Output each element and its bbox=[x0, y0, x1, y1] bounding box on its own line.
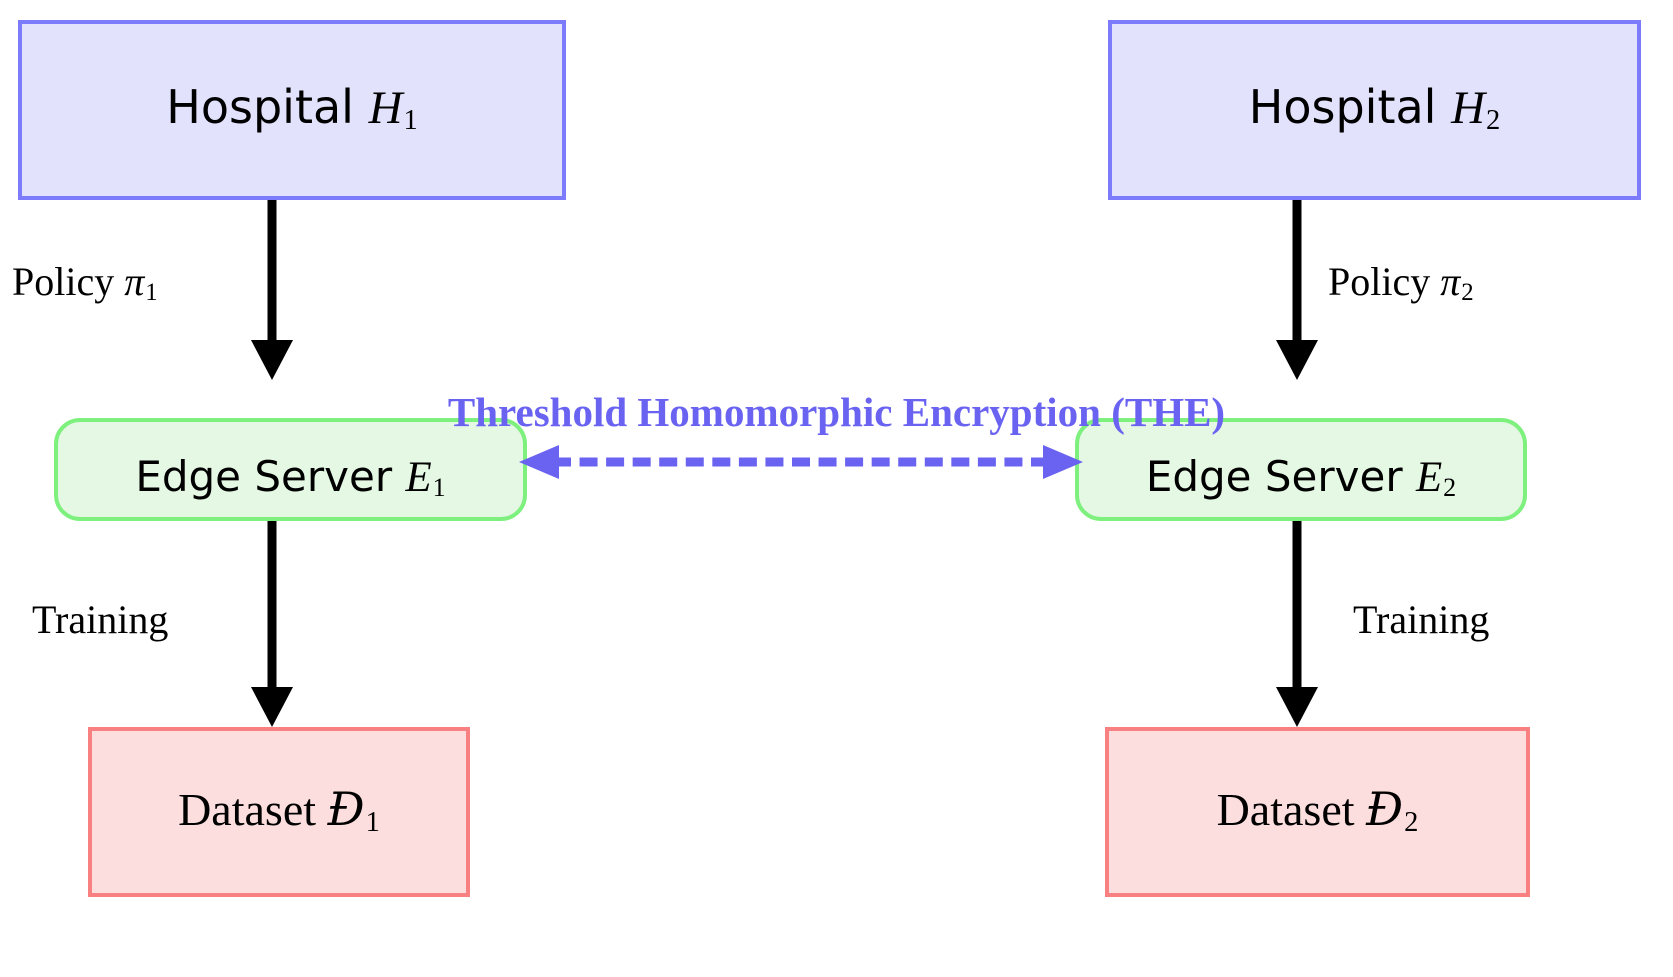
edge-label-training-2: Training bbox=[1353, 597, 1490, 642]
node-dataset-1-symbol: Ð bbox=[327, 782, 365, 837]
node-hospital-2[interactable]: Hospital H2 bbox=[1108, 20, 1641, 200]
the-caption: Threshold Homomorphic Encryption (THE) bbox=[447, 389, 1226, 435]
edge-label-policy-2: Policy π2 bbox=[1328, 262, 1474, 306]
node-edge-server-1[interactable]: Edge Server E1 bbox=[54, 418, 527, 521]
node-hospital-2-label: Hospital H2 bbox=[1249, 84, 1500, 136]
node-dataset-2-symbol: Ð bbox=[1366, 782, 1404, 837]
edge-label-policy-1-symbol: π bbox=[124, 259, 145, 304]
node-edge-server-1-label: Edge Server E1 bbox=[135, 453, 446, 503]
arrow-head-left-icon bbox=[519, 445, 559, 479]
arrow-shaft bbox=[267, 521, 277, 693]
node-edge-server-2-subscript: 2 bbox=[1443, 473, 1457, 503]
arrow-shaft bbox=[1292, 521, 1302, 693]
arrow-hospital-1-to-edge-1 bbox=[251, 200, 293, 380]
node-hospital-2-subscript: 2 bbox=[1485, 105, 1501, 137]
link-threshold-homomorphic-encryption[interactable] bbox=[519, 445, 1083, 479]
node-hospital-1-subscript: 1 bbox=[403, 105, 418, 137]
arrow-head-icon bbox=[1276, 340, 1318, 380]
edge-label-policy-2-subscript: 2 bbox=[1461, 279, 1474, 307]
node-hospital-1-symbol: H bbox=[368, 82, 403, 135]
arrow-head-icon bbox=[1276, 687, 1318, 727]
arrow-hospital-2-to-edge-2 bbox=[1276, 200, 1318, 380]
edge-label-policy-1-text: Policy bbox=[12, 259, 115, 304]
arrow-head-icon bbox=[251, 687, 293, 727]
node-edge-server-1-symbol: E bbox=[405, 453, 432, 501]
node-dataset-1-name: Dataset bbox=[178, 784, 317, 836]
node-dataset-2-name: Dataset bbox=[1216, 784, 1355, 836]
node-hospital-1-name: Hospital bbox=[166, 80, 354, 135]
node-hospital-1[interactable]: Hospital H1 bbox=[18, 20, 566, 200]
arrow-shaft bbox=[267, 200, 277, 345]
node-hospital-1-label: Hospital H1 bbox=[166, 84, 417, 136]
edge-label-training-1: Training bbox=[32, 597, 169, 642]
node-edge-server-2-symbol: E bbox=[1415, 453, 1443, 501]
edge-label-policy-1: Policy π1 bbox=[12, 262, 158, 306]
dashed-line bbox=[553, 457, 1049, 467]
edge-label-policy-1-subscript: 1 bbox=[145, 279, 158, 307]
node-dataset-1[interactable]: Dataset Ð1 bbox=[88, 727, 470, 897]
node-edge-server-1-subscript: 1 bbox=[432, 473, 446, 503]
node-hospital-2-name: Hospital bbox=[1248, 80, 1437, 135]
arrow-shaft bbox=[1292, 200, 1302, 345]
node-edge-server-1-name: Edge Server bbox=[135, 451, 393, 501]
node-edge-server-2[interactable]: Edge Server E2 bbox=[1075, 418, 1527, 521]
node-edge-server-2-name: Edge Server bbox=[1145, 451, 1403, 501]
node-dataset-2[interactable]: Dataset Ð2 bbox=[1105, 727, 1530, 897]
node-dataset-1-label: Dataset Ð1 bbox=[178, 786, 380, 838]
edge-label-policy-2-text: Policy bbox=[1328, 259, 1431, 304]
node-hospital-2-symbol: H bbox=[1451, 82, 1485, 135]
node-edge-server-2-label: Edge Server E2 bbox=[1146, 453, 1457, 503]
node-dataset-1-subscript: 1 bbox=[365, 807, 380, 839]
arrow-edge-1-to-dataset-1 bbox=[251, 521, 293, 727]
arrow-head-right-icon bbox=[1043, 445, 1083, 479]
node-dataset-2-label: Dataset Ð2 bbox=[1217, 786, 1419, 838]
arrow-edge-2-to-dataset-2 bbox=[1276, 521, 1318, 727]
node-dataset-2-subscript: 2 bbox=[1404, 807, 1419, 839]
edge-label-policy-2-symbol: π bbox=[1440, 259, 1461, 304]
arrow-head-icon bbox=[251, 340, 293, 380]
